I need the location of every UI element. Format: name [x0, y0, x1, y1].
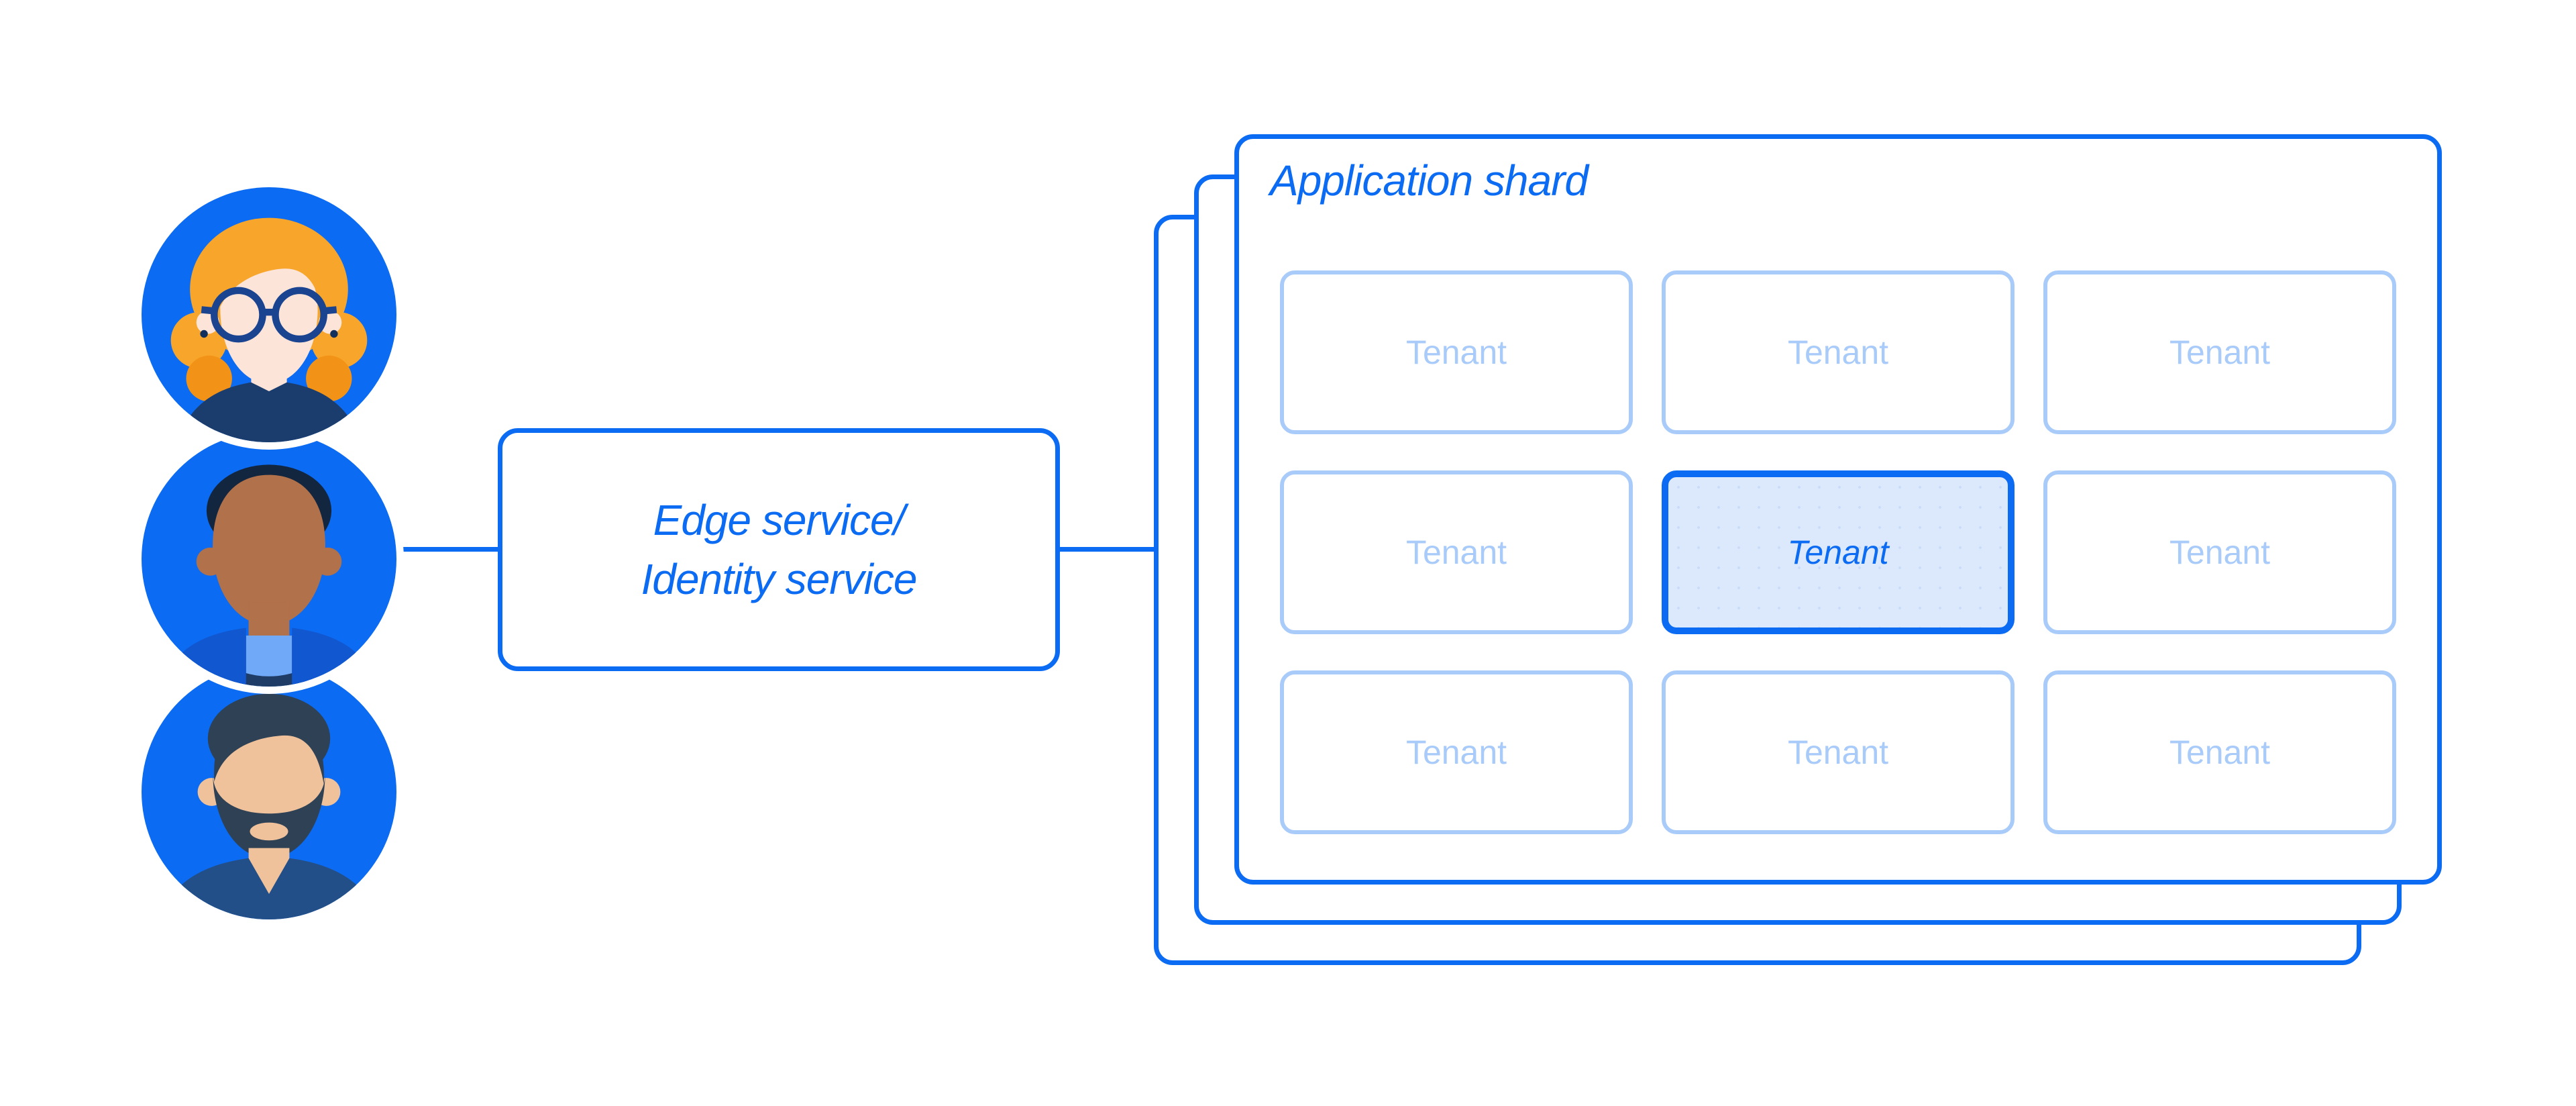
edge-identity-service-label: Edge service/ Identity service [641, 491, 918, 609]
tenant-box: Tenant [1280, 670, 1633, 834]
woman-with-glasses-avatar-icon [170, 217, 368, 442]
application-shard-card-front: Application shard Tenant Tenant Tenant T… [1234, 134, 2442, 885]
user-avatar-woman-glasses [142, 187, 396, 442]
edge-identity-service-node: Edge service/ Identity service [498, 428, 1060, 671]
tenant-box: Tenant [1280, 270, 1633, 434]
tenant-grid: Tenant Tenant Tenant Tenant Tenant Tenan… [1280, 270, 2396, 834]
tenant-box-active: Tenant [1662, 470, 2015, 634]
connector-edge-service-to-shard [1059, 547, 1158, 552]
shard-title: Application shard [1270, 156, 1589, 205]
tenant-box: Tenant [2043, 670, 2396, 834]
user-avatar-bearded-man [142, 664, 396, 919]
tenant-box: Tenant [1662, 270, 2015, 434]
connector-users-to-edge-service [401, 547, 502, 552]
man-avatar-icon [162, 464, 376, 687]
tenant-box: Tenant [1280, 470, 1633, 634]
edge-service-line2: Identity service [641, 555, 918, 603]
user-avatar-man [142, 432, 396, 687]
tenant-box: Tenant [1662, 670, 2015, 834]
tenant-box: Tenant [2043, 470, 2396, 634]
bearded-man-avatar-icon [159, 693, 379, 919]
edge-service-line1: Edge service/ [653, 496, 906, 544]
tenant-box: Tenant [2043, 270, 2396, 434]
